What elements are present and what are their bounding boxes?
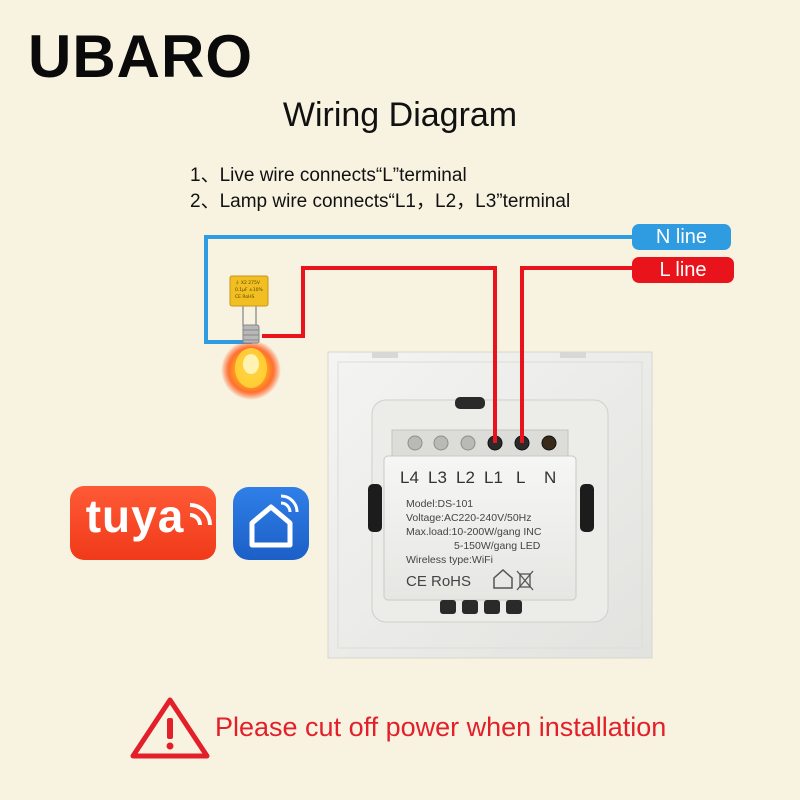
mount-clip-left — [368, 484, 382, 532]
n-line-label: N line — [632, 224, 731, 250]
module-label-plate — [383, 455, 577, 601]
plate-voltage: Voltage:AC220-240V/50Hz — [406, 512, 532, 524]
svg-text:0.1μF ±10%: 0.1μF ±10% — [235, 287, 264, 293]
diagram-title: Wiring Diagram — [282, 96, 518, 134]
instruction-1: 1、Live wire connects“L”terminal — [190, 165, 467, 186]
power-warning-text: Please cut off power when installation — [215, 712, 667, 742]
warning-triangle-icon — [130, 697, 210, 759]
smart-home-app-tile — [233, 487, 309, 560]
plate-wireless: Wireless type:WiFi — [406, 554, 493, 566]
svg-text:⏚ X2 275V: ⏚ X2 275V — [235, 279, 261, 286]
terminal-label-n: N — [544, 468, 556, 487]
crossed-bin-icon — [516, 570, 534, 591]
brand-logo: UBARO — [28, 23, 253, 90]
l-line-label: L line — [632, 257, 734, 283]
svg-text:CE RoHS: CE RoHS — [235, 294, 254, 300]
instruction-2: 2、Lamp wire connects“L1，L2，L3”terminal — [190, 191, 571, 212]
plate-max-load-led: 5-150W/gang LED — [454, 540, 541, 552]
capacitor-icon: ⏚ X2 275V 0.1μF ±10% CE RoHS — [229, 275, 269, 326]
live-wire — [520, 266, 632, 443]
plate-model: Model:DS-101 — [406, 498, 473, 510]
tuya-logo-text: tuya — [85, 490, 185, 542]
plate-cert-marks: CE RoHS — [406, 573, 471, 590]
terminal-label-l2: L2 — [456, 468, 475, 487]
light-bulb-icon — [221, 324, 281, 400]
terminal-label-l4: L4 — [400, 468, 419, 487]
terminal-label-l1: L1 — [484, 468, 503, 487]
neutral-wire — [204, 235, 632, 344]
terminal-label-l3: L3 — [428, 468, 447, 487]
plate-max-load: Max.load:10-200W/gang INC — [406, 526, 542, 538]
lamp-wire — [262, 266, 497, 443]
house-icon — [493, 568, 513, 589]
mount-clip-right — [580, 484, 594, 532]
terminal-screws — [391, 429, 569, 457]
terminal-label-l: L — [516, 468, 525, 487]
